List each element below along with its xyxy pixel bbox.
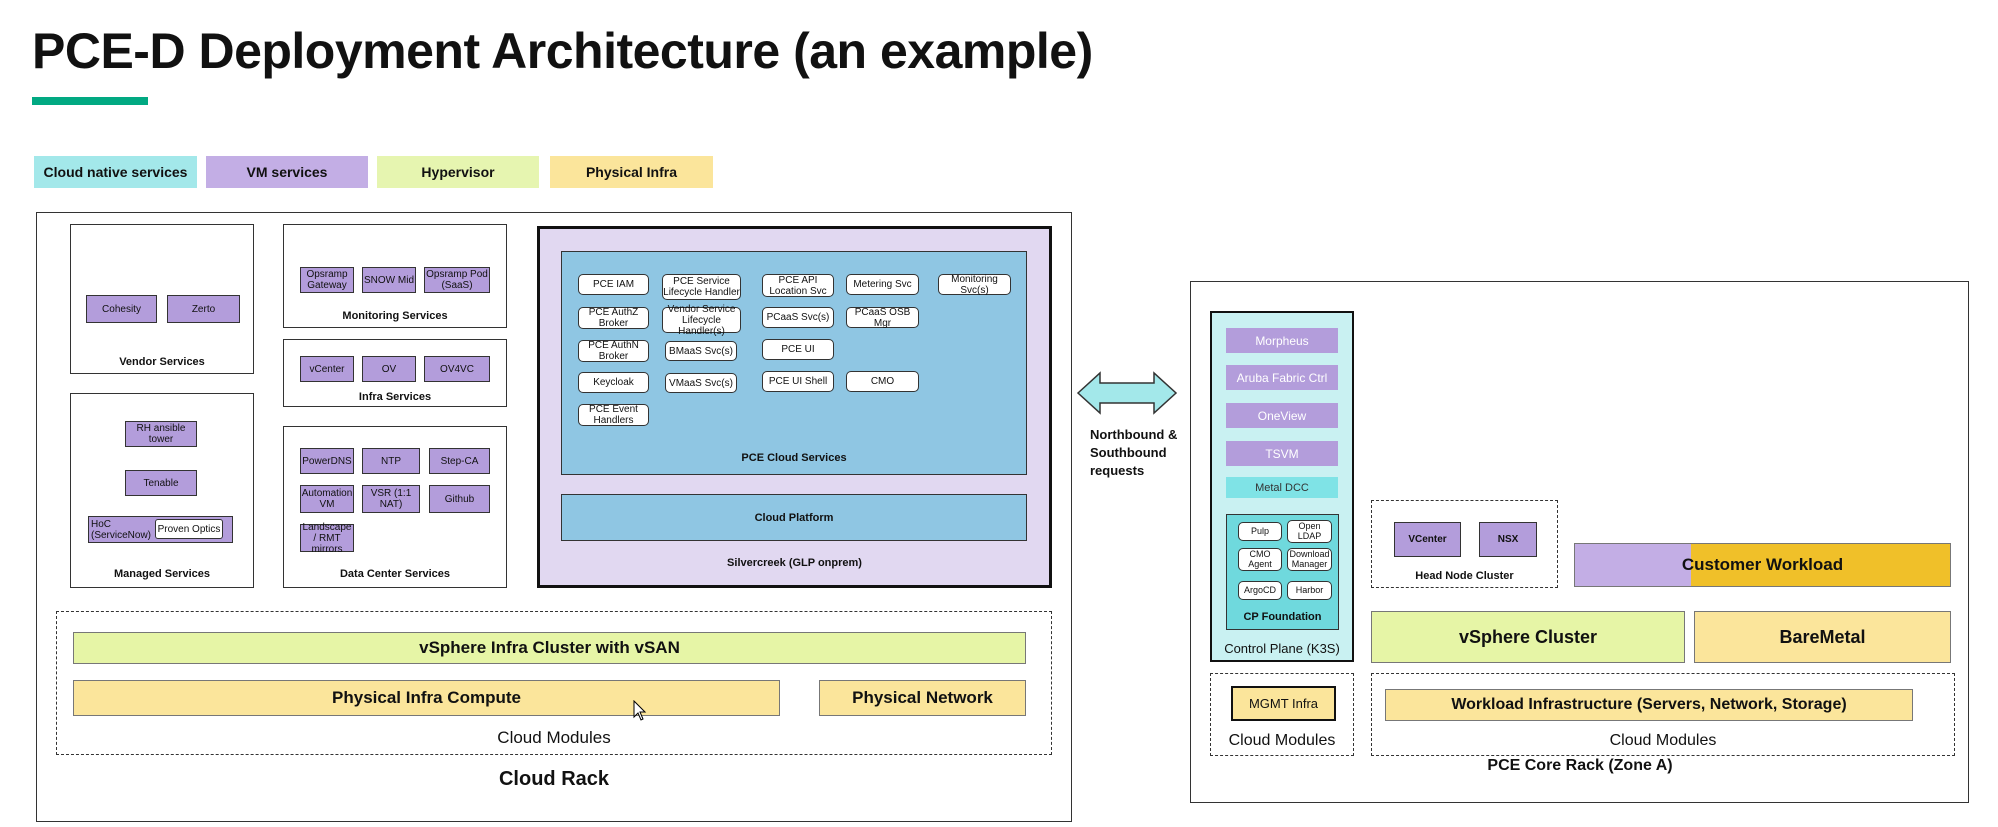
- control-plane-label: Control Plane (K3S): [1224, 641, 1340, 656]
- core-rack-title: PCE Core Rack (Zone A): [1487, 757, 1673, 774]
- cohesity-service: Cohesity: [86, 295, 157, 323]
- legend-cloud-native: Cloud native services: [34, 156, 197, 188]
- pce-event-handlers: PCE Event Handlers: [578, 404, 649, 426]
- pce-api-location-svc: PCE API Location Svc: [762, 274, 834, 297]
- core-cloud-modules-left-label: Cloud Modules: [1228, 732, 1336, 749]
- aruba-fabric-ctrl: Aruba Fabric Ctrl: [1226, 365, 1338, 390]
- oneview: OneView: [1226, 403, 1338, 428]
- core-cloud-modules-right-box: [1371, 673, 1955, 756]
- ov-service: OV: [362, 356, 416, 382]
- ov4vc-service: OV4VC: [424, 356, 490, 382]
- mgmt-infra: MGMT Infra: [1231, 686, 1336, 721]
- monitoring-svcs: Monitoring Svc(s): [938, 274, 1011, 296]
- baremetal: BareMetal: [1694, 611, 1951, 663]
- workload-infrastructure: Workload Infrastructure (Servers, Networ…: [1385, 689, 1913, 721]
- arrow-label: Northbound & Southbound requests: [1090, 427, 1178, 478]
- metering-svc: Metering Svc: [846, 274, 919, 295]
- physical-infra-compute: Physical Infra Compute: [73, 680, 780, 716]
- vmaas-svcs: VMaaS Svc(s): [665, 373, 737, 393]
- harbor: Harbor: [1287, 581, 1332, 600]
- cloud-platform: Cloud Platform: [561, 494, 1027, 541]
- download-manager: Download Manager: [1287, 548, 1332, 571]
- pcaas-osb-mgr: PCaaS OSB Mgr: [846, 307, 919, 329]
- dc-services-label: Data Center Services: [339, 568, 451, 580]
- vcenter-service: vCenter: [300, 356, 354, 382]
- pcaas-svcs: PCaaS Svc(s): [762, 307, 834, 328]
- tenable-service: Tenable: [125, 470, 197, 496]
- infra-services-label: Infra Services: [358, 391, 432, 403]
- title-underline: [32, 97, 148, 105]
- page-title: PCE-D Deployment Architecture (an exampl…: [32, 23, 1093, 79]
- cloud-modules-box: [56, 611, 1052, 755]
- physical-network: Physical Network: [819, 680, 1026, 716]
- silvercreek-label: Silvercreek (GLP onprem): [727, 557, 862, 569]
- step-ca-service: Step-CA: [429, 448, 490, 474]
- double-arrow-icon: [1076, 371, 1178, 415]
- head-node-cluster-label: Head Node Cluster: [1415, 570, 1514, 582]
- pce-iam: PCE IAM: [578, 274, 649, 295]
- automation-vm: Automation VM: [300, 485, 354, 513]
- opsramp-pod: Opsramp Pod (SaaS): [424, 267, 490, 293]
- pce-ui: PCE UI: [762, 339, 834, 360]
- pulp: Pulp: [1238, 522, 1282, 541]
- vendor-service-lifecycle-handler: Vendor Service Lifecycle Handler(s): [662, 304, 741, 337]
- morpheus: Morpheus: [1226, 328, 1338, 353]
- cmo: CMO: [846, 371, 919, 392]
- pce-ui-shell: PCE UI Shell: [762, 371, 834, 392]
- cmo-agent: CMO Agent: [1238, 548, 1282, 571]
- managed-services-label: Managed Services: [114, 568, 210, 580]
- nsx-node: NSX: [1479, 522, 1537, 557]
- cloud-rack-title: Cloud Rack: [498, 768, 610, 790]
- vsphere-cluster: vSphere Cluster: [1371, 611, 1685, 663]
- github-service: Github: [429, 485, 490, 513]
- legend-vm-services: VM services: [206, 156, 368, 188]
- legend-hypervisor: Hypervisor: [377, 156, 539, 188]
- core-cloud-modules-left-box: [1210, 673, 1354, 756]
- tsvm: TSVM: [1226, 441, 1338, 466]
- rh-ansible-tower: RH ansible tower: [125, 421, 197, 447]
- landscape-rmt-mirrors: Landscape / RMT mirrors: [300, 522, 354, 555]
- bmaas-svcs: BMaaS Svc(s): [665, 341, 737, 361]
- legend-physical-infra: Physical Infra: [550, 156, 713, 188]
- cp-foundation-label: CP Foundation: [1243, 611, 1322, 623]
- pce-authz-broker: PCE AuthZ Broker: [578, 307, 649, 329]
- open-ldap: Open LDAP: [1287, 520, 1332, 543]
- zerto-service: Zerto: [167, 295, 240, 323]
- vsr-service: VSR (1:1 NAT): [362, 485, 420, 513]
- pce-authn-broker: PCE AuthN Broker: [578, 340, 649, 362]
- vsphere-infra-cluster: vSphere Infra Cluster with vSAN: [73, 632, 1026, 664]
- argocd: ArgoCD: [1238, 581, 1282, 600]
- proven-optics: Proven Optics: [155, 519, 223, 539]
- keycloak: Keycloak: [578, 372, 649, 393]
- monitoring-services-label: Monitoring Services: [342, 310, 448, 322]
- opsramp-gateway: Opsramp Gateway: [300, 267, 354, 293]
- powerdns-service: PowerDNS: [300, 448, 354, 474]
- customer-workload: Customer Workload: [1574, 543, 1951, 587]
- vcenter-node: VCenter: [1394, 522, 1461, 557]
- head-node-cluster-box: [1371, 500, 1558, 588]
- snow-mid: SNOW Mid: [362, 267, 416, 293]
- pce-cloud-services-label: PCE Cloud Services: [741, 452, 847, 464]
- hoc-label: HoC (ServiceNow): [91, 518, 152, 541]
- ntp-service: NTP: [362, 448, 420, 474]
- mouse-cursor-icon: [633, 700, 647, 721]
- metal-dcc: Metal DCC: [1226, 477, 1338, 498]
- cloud-modules-label: Cloud Modules: [497, 728, 611, 747]
- pce-service-lifecycle-handler: PCE Service Lifecycle Handler: [662, 274, 741, 300]
- vendor-services-label: Vendor Services: [119, 356, 205, 368]
- core-cloud-modules-right-label: Cloud Modules: [1609, 732, 1717, 749]
